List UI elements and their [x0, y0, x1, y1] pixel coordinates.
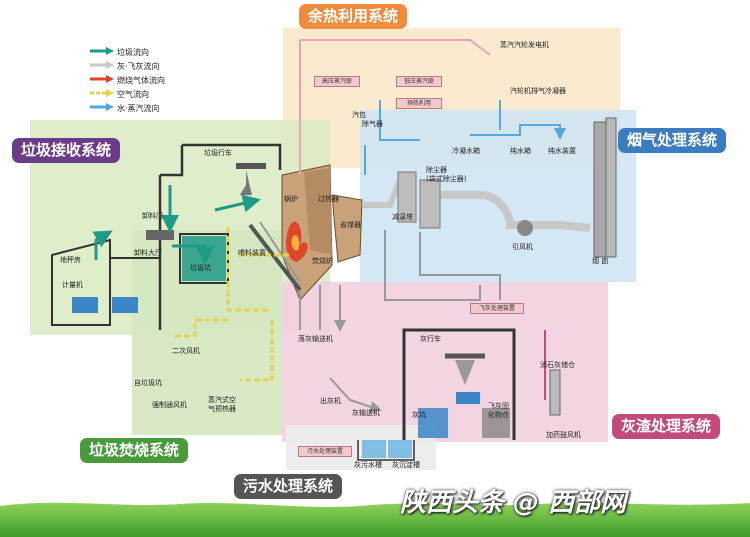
arrow-icon [90, 89, 114, 97]
waste-heat-system-label: 余热利用系统 [299, 4, 408, 29]
unloading-door-label: 卸料门 [142, 212, 163, 220]
boiler-label: 锅炉 [284, 195, 298, 203]
cooling-tower-label: 减温塔 [392, 213, 413, 221]
pit-fan-label: 自垃圾坑 [134, 379, 162, 387]
crane-label: 垃圾行车 [204, 149, 232, 157]
receiving-system-label: 垃圾接收系统 [12, 138, 121, 163]
slag-crane-label: 灰行车 [420, 335, 441, 343]
chimney-label: 烟 囱 [592, 257, 609, 265]
dust-collector-label: 除尘器 (袋式除尘器) [426, 166, 467, 183]
arrow-icon [90, 103, 114, 111]
low-pressure-header: 低压蒸汽联 [396, 76, 442, 87]
secondary-fan-label: 二次风机 [172, 347, 200, 355]
sewage-plant: 污水处理装置 [298, 446, 352, 457]
dosing-fan-label: 加药鼓风机 [546, 431, 581, 439]
lime-silo-label: 消石灰储仓 [540, 361, 575, 369]
slag-out-label: 出灰机 [320, 397, 341, 405]
watermark: 陕西头条 @ 西部网 [400, 488, 627, 518]
arrow-icon [90, 61, 114, 69]
weighbridge-room-label: 地秤房 [60, 256, 81, 264]
arrow-icon [90, 47, 114, 55]
superheater-label: 过热器 [318, 195, 339, 203]
steam-generator-label: 蒸汽汽轮发电机 [500, 41, 549, 49]
fly-ash-solidify-label: 飞灰固 化物仓 [488, 402, 509, 419]
turbine-condenser-label: 汽轮机排气冷凝器 [510, 87, 566, 95]
induced-fan-label: 引风机 [512, 243, 533, 251]
ash-system-label: 灰渣处理系统 [612, 414, 721, 439]
weighbridge-label: 计量机 [62, 281, 83, 289]
sewage-system-label: 污水处理系统 [234, 474, 343, 499]
waste-pit-label: 垃圾坑 [190, 264, 211, 272]
settling-tank-label: 灰沉淀槽 [392, 461, 420, 469]
deaerator-label: 除气器 [362, 120, 383, 128]
pure-water-plant-label: 纯水装置 [548, 147, 576, 155]
incineration-system-label: 垃圾焚烧系统 [80, 438, 189, 463]
preheater: 预热利用 [396, 98, 442, 109]
condensate-tank-label: 冷凝水箱 [452, 147, 480, 155]
unloading-hall-label: 卸料大厅 [134, 249, 162, 257]
economizer-label: 省煤器 [340, 221, 361, 229]
feeder-label: 喂料装置 [238, 249, 266, 257]
high-pressure-header: 高压蒸汽联 [314, 76, 360, 87]
ash-conveyor-label: 灰输送机 [352, 409, 380, 417]
incinerator-label: 焚烧炉 [312, 257, 333, 265]
steam-air-heater-label: 蒸汽式空 气预热器 [208, 396, 236, 413]
ash-conveyor-small-label: 落灰输送机 [298, 335, 333, 343]
flue-gas-system-label: 烟气处理系统 [618, 128, 727, 153]
drum-label: 汽包 [352, 111, 366, 119]
ash-sump-label: 灰污水槽 [354, 461, 382, 469]
arrow-icon [90, 75, 114, 83]
ash-pit-label: 灰坑 [412, 411, 426, 419]
fly-ash-plant: 飞灰处理装置 [470, 303, 524, 314]
forced-fan-label: 强制通风机 [152, 401, 187, 409]
pure-water-tank-label: 纯水箱 [510, 147, 531, 155]
